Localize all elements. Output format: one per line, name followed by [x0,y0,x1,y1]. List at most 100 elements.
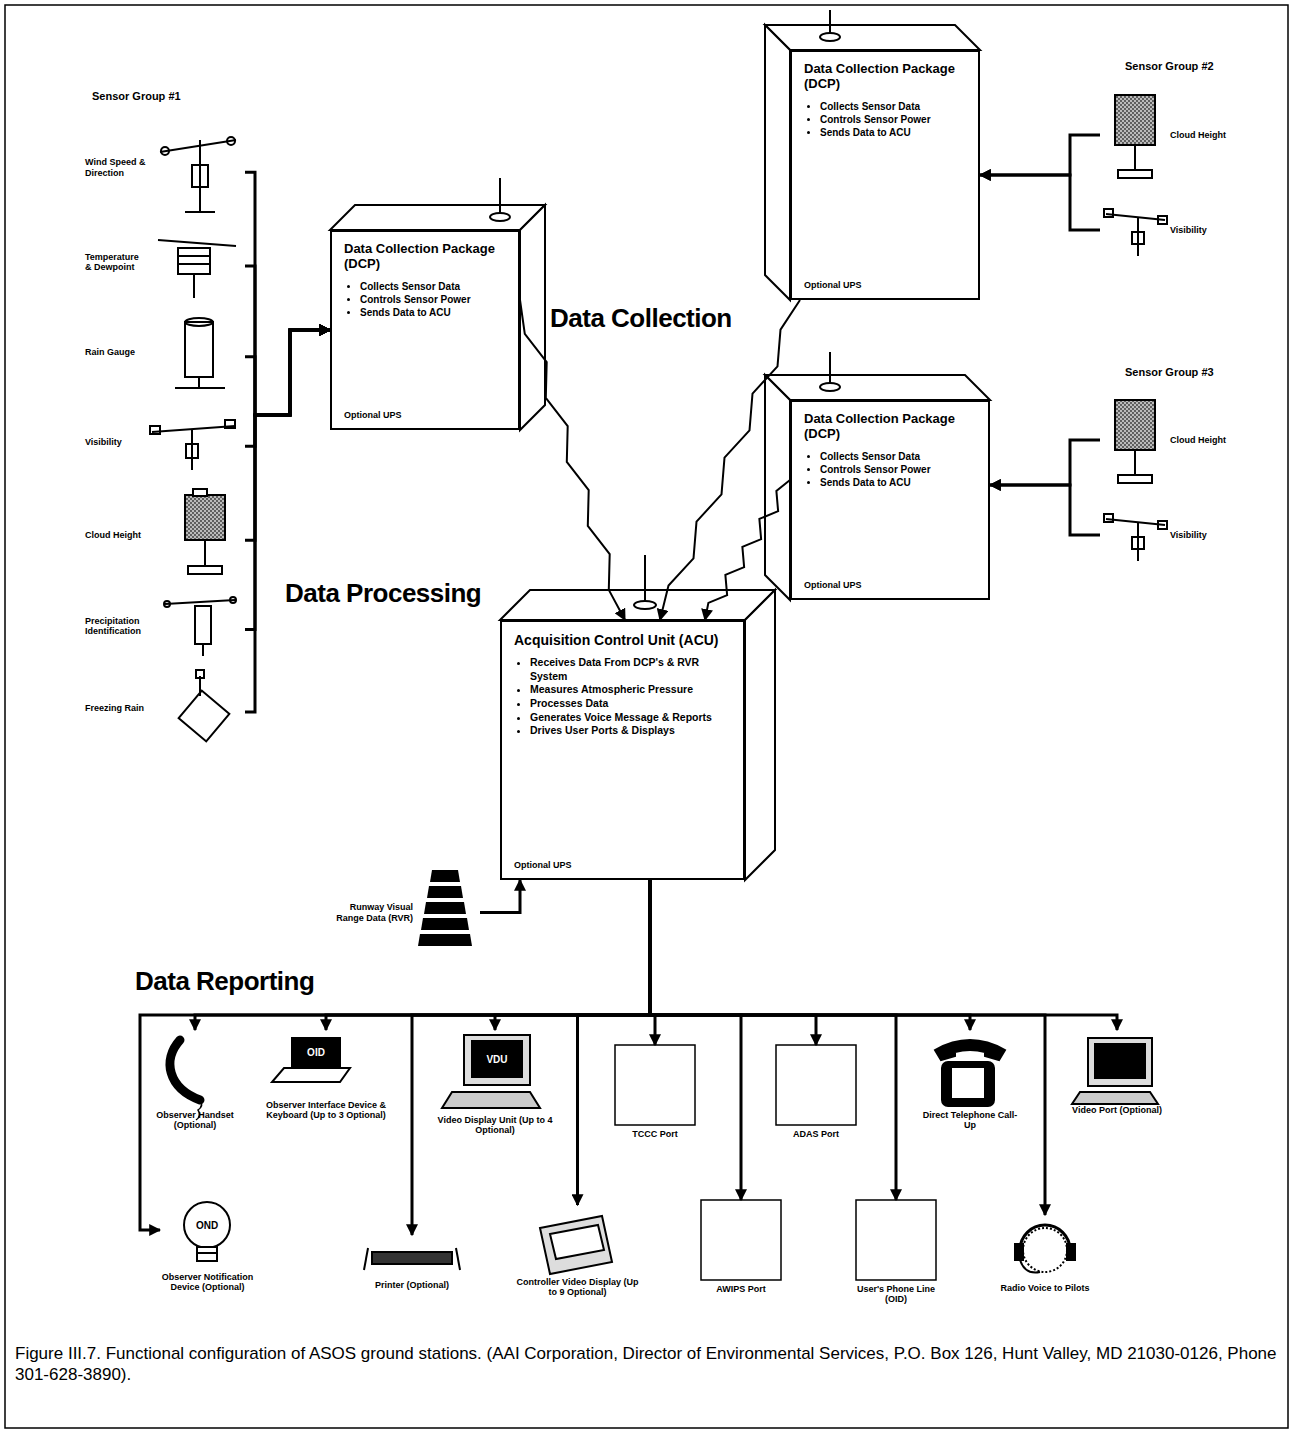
node-label: Visibility [1170,225,1238,235]
visibility-sensor [1104,209,1167,561]
icon-space [147,438,245,448]
radio-link [520,300,625,620]
data-line [990,440,1100,485]
cloud-height-sensor [1115,400,1155,450]
icon-space [1100,130,1170,140]
ups-note: Optional UPS [344,404,508,420]
controller-display-icon [540,1216,612,1274]
cloud-height-sensor [204,540,206,566]
port-box [701,1200,781,1280]
group-heading: Sensor Group #2 [1125,60,1214,72]
icon-space [147,703,245,713]
data-collection-package: Data Collection Package (DCP)Collects Se… [330,230,520,430]
figure-caption: Figure III.7. Functional configuration o… [15,1343,1277,1386]
node-label: Visibility [85,437,147,447]
node-label: Cloud Height [85,530,147,540]
monitor-icon [1095,1044,1145,1078]
data-line [650,880,741,1200]
handset-icon [170,1040,202,1120]
precipitation-sensor [230,597,236,603]
function-item: Drives User Ports & Displays [530,724,733,738]
node-label: AWIPS Port [693,1284,789,1294]
laptop-icon [272,1038,350,1082]
visibility-sensor [1132,232,1144,244]
wind-sensor [227,137,235,145]
data-line [245,330,330,415]
monitor-icon [1072,1092,1158,1104]
icon-text: OND [187,1212,227,1238]
data-line [245,266,330,415]
data-line [650,880,816,1045]
function-item: Processes Data [530,697,733,711]
unit-title: Data Collection Package (DCP) [804,62,968,92]
rvr-symbol [427,886,463,898]
cloud-height-sensor [1115,95,1155,145]
cube-faces [330,205,545,230]
cube-faces [765,25,980,50]
rvr-input: Runway Visual Range Data (RVR) [335,865,480,960]
visibility-sensor [1104,209,1113,217]
headset-icon [1020,1225,1070,1250]
printer-icon [364,1248,460,1270]
reporting-device: Printer (Optional) [360,1235,464,1290]
data-collection-package: Data Collection Package (DCP)Collects Se… [790,50,980,300]
cube-faces [330,25,990,880]
laptop-icon [272,1068,350,1082]
cloud-height-sensor [188,566,222,574]
cube-faces [765,375,990,400]
bulb-icon [184,1202,230,1261]
cloud-height-sensor [1118,170,1152,178]
wind-sensor [185,211,215,213]
radio-link [660,300,800,620]
data-line [245,172,330,415]
port-box [776,1045,856,1125]
icon-text: VDU [472,1041,522,1077]
group-heading: Sensor Group #3 [1125,366,1214,378]
icon-space [147,257,245,267]
reporting-device: Observer Notification Device (Optional)O… [160,1200,255,1293]
antenna [490,213,510,221]
monitor-icon [1088,1038,1152,1086]
node-label: Controller Video Display (Up to 9 Option… [515,1277,640,1298]
cube-faces [745,590,775,880]
section-heading: Data Processing [285,578,481,609]
temperature-sensor [158,240,236,298]
icon-space [1062,1030,1172,1105]
visibility-sensor [186,444,198,458]
function-list: Receives Data From DCP's & RVR SystemMea… [530,656,733,738]
precipitation-sensor [165,600,235,604]
icon-text: OID [292,1038,340,1066]
sensor: Freezing Rain [85,668,245,748]
rain-gauge [175,318,225,388]
sensor: Visibility [85,405,245,480]
icon-space [147,348,245,358]
ups-note: Optional UPS [804,574,978,590]
controller-display-icon [540,1216,612,1274]
visibility-sensor [150,426,160,434]
node-label: Video Port (Optional) [1062,1105,1172,1115]
antenna [634,601,656,609]
printer-icon [364,1248,368,1270]
temperature-sensor [158,240,236,246]
icon-space [768,1045,864,1129]
icon-space [848,1200,944,1284]
section-heading: Data Reporting [135,966,314,997]
freezing-rain-sensor [196,670,204,678]
reporting-device: TCCC Port [607,1045,703,1139]
sensor: Cloud Height [1100,390,1240,490]
function-list: Collects Sensor DataControls Sensor Powe… [820,450,978,489]
reporting-device: Radio Voice to Pilots [990,1215,1100,1293]
antenna [820,33,840,41]
precipitation-sensor [164,601,170,607]
node-label: User's Phone Line (OID) [848,1284,944,1305]
sensor: Visibility [1100,195,1240,265]
antenna [829,352,831,387]
bulb-icon [197,1252,217,1254]
reporting-device: AWIPS Port [693,1200,789,1294]
precipitation-sensor [164,597,236,656]
data-line [245,330,330,540]
freezing-rain-sensor [179,691,230,742]
node-label: Observer Interface Device & Keyboard (Up… [262,1100,390,1121]
cube-faces [765,25,790,300]
